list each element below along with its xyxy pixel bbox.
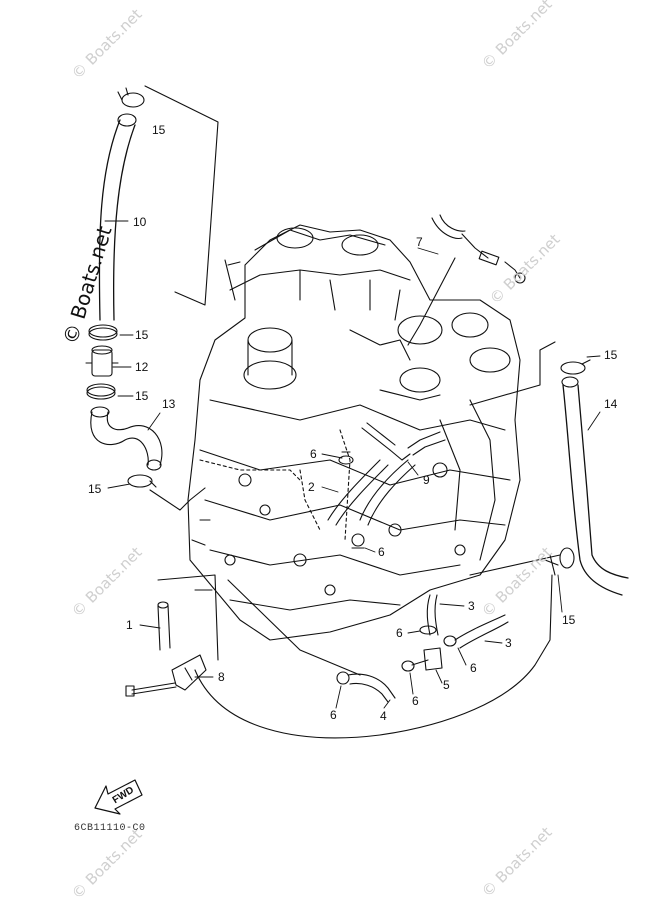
bracket-line-10 — [144, 85, 219, 306]
clamp-6-f — [336, 671, 350, 685]
hose-2b — [359, 459, 416, 526]
hose-3-b — [454, 614, 509, 649]
hose-14 — [561, 376, 629, 596]
callout-10: 10 — [133, 215, 147, 229]
leader-lines — [104, 220, 601, 709]
clamp-6-a — [338, 451, 354, 465]
clamp-15-c — [86, 383, 116, 400]
clamp-15-e — [560, 359, 591, 375]
hose-2 — [327, 459, 389, 526]
callout-15-d: 15 — [88, 482, 102, 496]
callout-5: 5 — [443, 678, 450, 692]
bolt — [125, 682, 177, 697]
callout-4: 4 — [380, 709, 387, 723]
callout-15-f: 15 — [562, 613, 576, 627]
callout-3-a: 3 — [468, 599, 475, 613]
hose-10 — [98, 113, 137, 321]
callout-9: 9 — [423, 473, 430, 487]
engine-block — [187, 224, 521, 641]
hose-1 — [157, 601, 171, 651]
hidden-lines — [199, 429, 351, 541]
clamp-6-d — [443, 635, 457, 647]
callout-6-a: 6 — [310, 447, 317, 461]
fwd-arrow — [94, 779, 143, 815]
clamp-15-f — [544, 547, 575, 576]
clamp-6-b — [351, 533, 365, 549]
callout-6-f: 6 — [330, 708, 337, 722]
callout-6-d: 6 — [470, 661, 477, 675]
drawing-code: 6CB11110-C0 — [74, 823, 146, 834]
clamp-15-d — [127, 474, 157, 488]
bracket-line-14 — [469, 341, 556, 406]
callout-3-b: 3 — [505, 636, 512, 650]
callout-6-b: 6 — [378, 545, 385, 559]
callout-13: 13 — [162, 397, 176, 411]
callout-14: 14 — [604, 397, 618, 411]
hose-3-a — [426, 594, 439, 636]
callout-12: 12 — [135, 360, 149, 374]
bracket-8 — [171, 654, 207, 691]
callout-6-c: 6 — [396, 626, 403, 640]
hose-4 — [347, 673, 396, 703]
callout-7: 7 — [416, 235, 423, 249]
hose-9 — [361, 422, 446, 461]
callout-6-e: 6 — [412, 694, 419, 708]
clamp-6-c — [419, 625, 437, 635]
hose-13 — [90, 406, 163, 471]
leader-loop — [227, 579, 361, 676]
leader-15f — [469, 554, 561, 576]
clamp-15-top — [117, 87, 145, 108]
hose-7 — [407, 214, 526, 346]
callout-15-e: 15 — [604, 348, 618, 362]
callout-8: 8 — [218, 670, 225, 684]
joint-5 — [411, 647, 443, 671]
callout-1: 1 — [126, 618, 133, 632]
callout-2: 2 — [308, 480, 315, 494]
callout-15-c: 15 — [135, 389, 149, 403]
hose-loop — [194, 574, 553, 739]
clamp-6-e — [401, 660, 415, 672]
bracket-line-13 — [149, 487, 206, 511]
joint-12 — [85, 345, 119, 377]
callout-15-top: 15 — [152, 123, 166, 137]
clamp-15-b — [88, 324, 118, 341]
callout-15-b: 15 — [135, 328, 149, 342]
leader-frame-1 — [157, 574, 219, 661]
